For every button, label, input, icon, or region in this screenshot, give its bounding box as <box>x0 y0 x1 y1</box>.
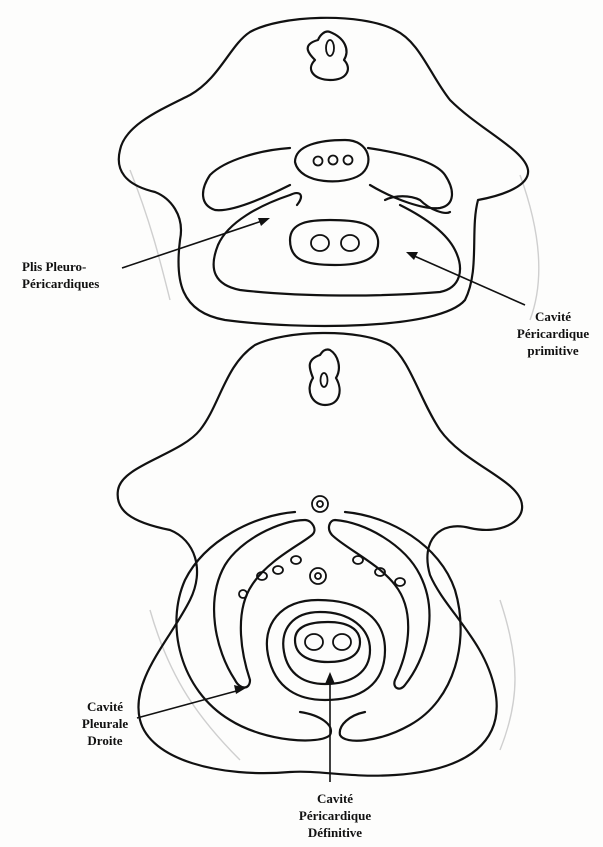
arrow-plis-pleuro <box>122 220 265 268</box>
bottom-right-inner-fold <box>329 520 429 689</box>
right-vessel-3 <box>395 578 405 586</box>
top-left-fold <box>214 193 460 295</box>
label-definitive-line3: Définitive <box>285 824 385 841</box>
right-vessel-1 <box>353 556 363 564</box>
top-mesentery <box>295 140 368 181</box>
arrow-pericardique-primitive <box>412 255 525 305</box>
bottom-aorta-inner <box>317 501 323 507</box>
bottom-section <box>118 333 522 776</box>
arrow-plis-pleuro-head <box>258 218 270 226</box>
label-definitive-line2: Péricardique <box>285 807 385 824</box>
bottom-aorta-outer <box>312 496 328 512</box>
top-heart-chamber-right <box>341 235 359 251</box>
arrow-pleurale-droite <box>137 690 240 718</box>
left-vessel-2 <box>273 566 283 574</box>
label-plis-pleuro-line2: Péricardiques <box>22 275 99 292</box>
bottom-neural-canal <box>321 373 328 387</box>
label-primitive-line2: Péricardique <box>508 325 598 342</box>
scan-ghost-lines <box>130 170 539 760</box>
annotation-arrows <box>122 218 525 782</box>
left-vessel-1 <box>291 556 301 564</box>
bottom-oesophagus-inner <box>315 573 321 579</box>
bottom-left-outer-fold <box>176 512 331 740</box>
top-heart-outline <box>290 220 378 265</box>
bottom-heart-chamber-right <box>333 634 351 650</box>
label-primitive-line3: primitive <box>508 342 598 359</box>
top-heart-chamber-left <box>311 235 329 251</box>
label-primitive-line1: Cavité <box>508 308 598 325</box>
top-vessel-left <box>314 157 323 166</box>
label-plis-pleuro-line1: Plis Pleuro- <box>22 258 99 275</box>
top-neural-canal <box>326 40 334 56</box>
label-plis-pleuro-pericardiques: Plis Pleuro- Péricardiques <box>22 258 99 292</box>
left-vessel-4 <box>239 590 247 598</box>
label-pleurale-line2: Pleurale <box>60 715 150 732</box>
label-pleurale-line1: Cavité <box>60 698 150 715</box>
label-cavite-pleurale-droite: Cavité Pleurale Droite <box>60 698 150 749</box>
label-cavite-pericardique-primitive: Cavité Péricardique primitive <box>508 308 598 359</box>
label-cavite-pericardique-definitive: Cavité Péricardique Définitive <box>285 790 385 841</box>
bottom-outer-contour <box>118 333 522 776</box>
bottom-neural-tube <box>310 349 340 405</box>
bottom-oesophagus-outer <box>310 568 326 584</box>
bottom-right-outer-fold <box>340 512 461 741</box>
label-definitive-line1: Cavité <box>285 790 385 807</box>
bottom-left-inner-fold <box>214 520 314 688</box>
top-vessel-mid <box>329 156 338 165</box>
label-pleurale-line3: Droite <box>60 732 150 749</box>
top-vessel-right <box>344 156 353 165</box>
bottom-heart-chamber-left <box>305 634 323 650</box>
arrow-pericardique-definitive-head <box>325 672 335 684</box>
top-right-pleural-cavity <box>368 148 452 208</box>
